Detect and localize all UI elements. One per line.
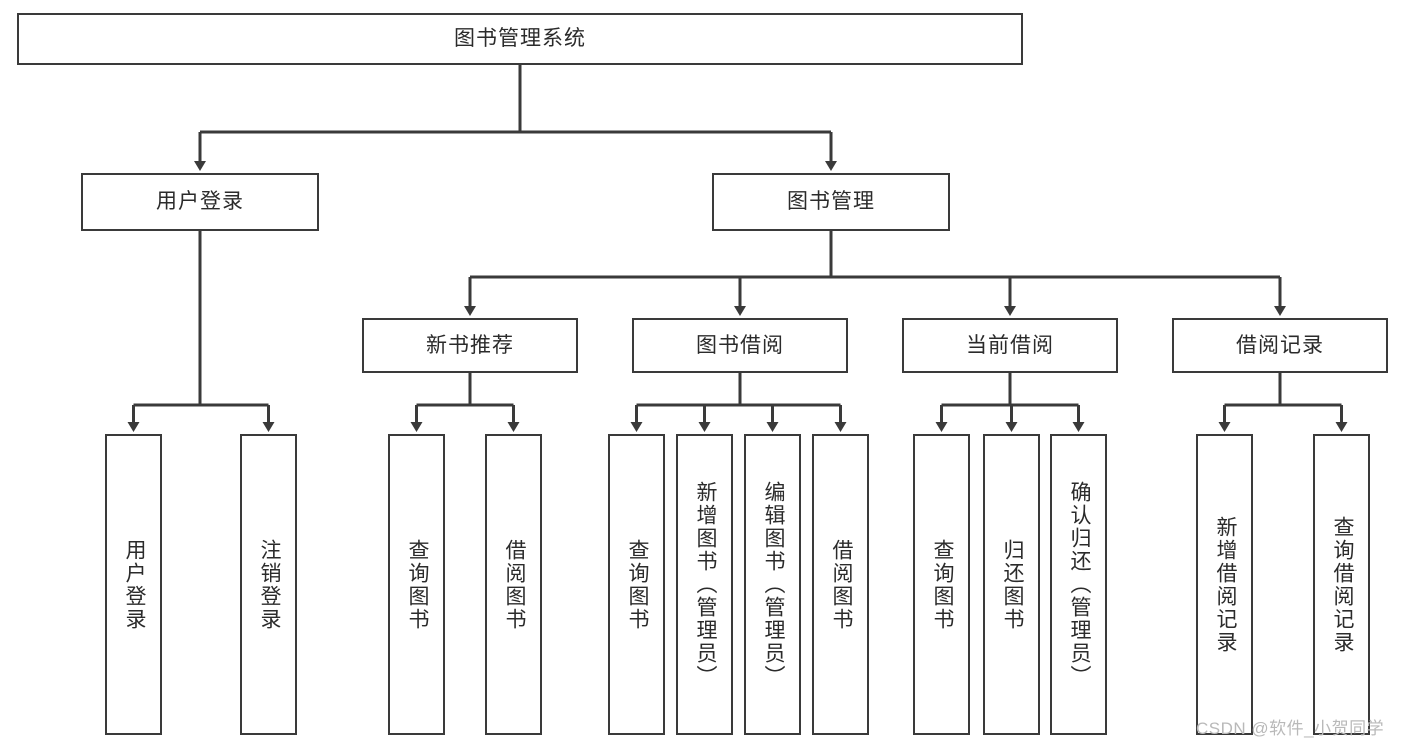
- leaf-node-leaf-query-record[interactable]: 查询借阅记录: [1313, 434, 1370, 735]
- node-label: 归还图书: [1000, 538, 1024, 631]
- leaf-node-leaf-edit-book[interactable]: 编辑图书（管理员）: [744, 434, 801, 735]
- node-label: 当前借阅: [966, 333, 1054, 357]
- node-label: 借阅记录: [1236, 333, 1324, 357]
- node-label: 新增图书（管理员）: [693, 481, 717, 688]
- leaf-node-leaf-user-login[interactable]: 用户登录: [105, 434, 162, 735]
- leaf-node-leaf-query-book-3[interactable]: 查询图书: [913, 434, 970, 735]
- node-label: 注销登录: [257, 538, 281, 631]
- leaf-node-leaf-query-book-2[interactable]: 查询图书: [608, 434, 665, 735]
- leaf-node-leaf-add-book[interactable]: 新增图书（管理员）: [676, 434, 733, 735]
- level1-node-user-login[interactable]: 用户登录: [81, 173, 319, 231]
- node-label: 查询图书: [625, 538, 649, 631]
- leaf-node-leaf-confirm-return[interactable]: 确认归还（管理员）: [1050, 434, 1107, 735]
- node-label: 编辑图书（管理员）: [761, 481, 785, 688]
- node-label: 图书借阅: [696, 333, 784, 357]
- node-label: 确认归还（管理员）: [1067, 481, 1091, 688]
- node-label: 查询图书: [930, 538, 954, 631]
- node-label: 借阅图书: [502, 538, 526, 631]
- node-label: 新增借阅记录: [1213, 515, 1237, 654]
- leaf-node-leaf-user-logout[interactable]: 注销登录: [240, 434, 297, 735]
- leaf-node-leaf-return-book[interactable]: 归还图书: [983, 434, 1040, 735]
- level1-node-book-manage[interactable]: 图书管理: [712, 173, 950, 231]
- level2-node-current-borrow[interactable]: 当前借阅: [902, 318, 1118, 373]
- node-label: 用户登录: [122, 538, 146, 631]
- leaf-node-leaf-add-record[interactable]: 新增借阅记录: [1196, 434, 1253, 735]
- level2-node-book-borrow[interactable]: 图书借阅: [632, 318, 848, 373]
- node-label: 新书推荐: [426, 333, 514, 357]
- root-node-root[interactable]: 图书管理系统: [17, 13, 1023, 65]
- level2-node-new-book-rec[interactable]: 新书推荐: [362, 318, 578, 373]
- leaf-node-leaf-query-book-1[interactable]: 查询图书: [388, 434, 445, 735]
- node-label: 查询图书: [405, 538, 429, 631]
- leaf-node-leaf-borrow-book-1[interactable]: 借阅图书: [485, 434, 542, 735]
- node-label: 图书管理: [787, 190, 875, 214]
- node-label: 图书管理系统: [454, 27, 586, 51]
- leaf-node-leaf-borrow-book-2[interactable]: 借阅图书: [812, 434, 869, 735]
- node-label: 用户登录: [156, 190, 244, 214]
- node-label: 借阅图书: [829, 538, 853, 631]
- csdn-watermark: CSDN @软件_小贺同学: [1196, 719, 1385, 738]
- node-label: 查询借阅记录: [1330, 515, 1354, 654]
- level2-node-borrow-record[interactable]: 借阅记录: [1172, 318, 1388, 373]
